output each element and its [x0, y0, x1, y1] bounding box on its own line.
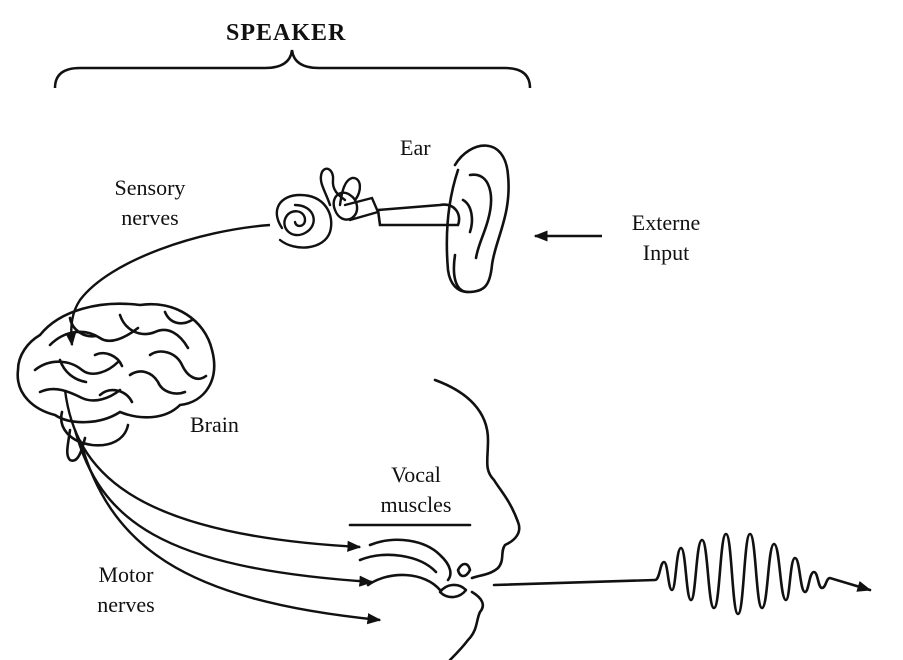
sensory-nerves-label-line1: Sensory	[104, 175, 196, 201]
externe-input-label-line2: Input	[616, 240, 716, 266]
face-profile-icon	[350, 380, 519, 660]
sound-wave-icon	[494, 534, 870, 614]
sensory-nerve-path	[71, 225, 270, 345]
ear-icon	[378, 146, 509, 292]
cochlea-icon	[277, 169, 378, 248]
vocal-muscles-label-line2: muscles	[372, 492, 460, 518]
brain-label: Brain	[190, 412, 239, 438]
vocal-muscles-label-line1: Vocal	[376, 462, 456, 488]
speaker-brace	[55, 50, 530, 88]
motor-nerves-label-line1: Motor	[84, 562, 168, 588]
motor-nerves-label-line2: nerves	[84, 592, 168, 618]
externe-input-label-line1: Externe	[616, 210, 716, 236]
speaker-title: SPEAKER	[226, 20, 346, 46]
brain-icon	[18, 304, 214, 461]
sensory-nerves-label-line2: nerves	[104, 205, 196, 231]
ear-label: Ear	[400, 135, 431, 161]
